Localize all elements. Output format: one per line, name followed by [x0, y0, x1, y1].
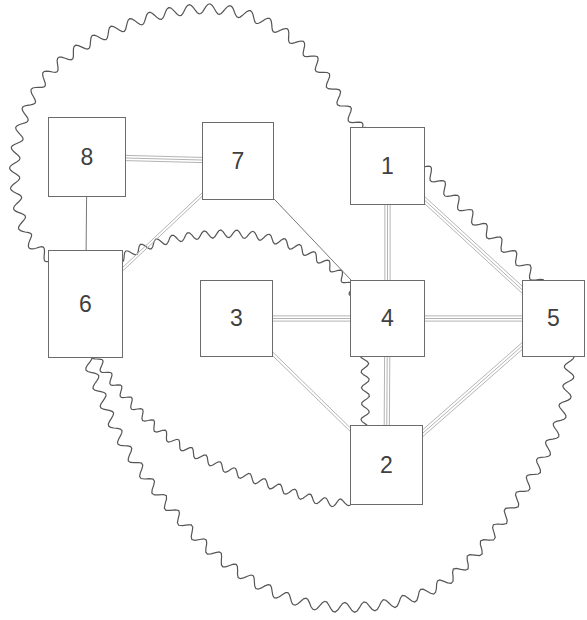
connector-stroke: [425, 204, 522, 293]
connector-stroke: [425, 201, 522, 290]
box-number: 4: [381, 307, 394, 330]
connector: [425, 316, 522, 321]
connector-stroke: [423, 350, 522, 437]
box-number: 6: [79, 293, 92, 316]
box-number: 7: [232, 150, 245, 173]
connector-stroke: [273, 352, 350, 427]
connector-stroke: [384, 205, 385, 280]
connector-stroke: [126, 158, 202, 160]
connector-stroke: [126, 155, 202, 157]
connector: [86, 197, 88, 250]
numbered-box: 1: [350, 127, 425, 205]
connector-stroke: [386, 357, 387, 425]
numbered-box: 3: [200, 280, 273, 357]
numbered-box: 8: [48, 117, 126, 197]
box-number: 5: [547, 307, 560, 330]
connector: [273, 316, 350, 321]
connector: [385, 205, 390, 280]
connector: [126, 155, 202, 162]
numbered-box: 5: [522, 280, 585, 357]
connector-stroke: [390, 205, 391, 280]
connector-stroke: [384, 357, 385, 425]
connector-stroke: [425, 197, 522, 286]
connector-stroke: [273, 318, 350, 319]
connector: [384, 357, 390, 425]
box-number: 3: [230, 307, 243, 330]
connector-stroke: [274, 199, 351, 280]
connector-stroke: [273, 315, 350, 316]
connector-stroke: [126, 161, 202, 163]
box-number: 2: [380, 454, 393, 477]
numbered-box: 4: [350, 280, 425, 357]
connector: [273, 352, 350, 431]
connector-stroke: [123, 193, 202, 267]
connector: [423, 343, 522, 437]
connector-stroke: [425, 318, 522, 319]
connector-stroke: [423, 343, 522, 430]
connector: [123, 193, 202, 271]
connector-stroke: [273, 321, 350, 322]
connector-stroke: [387, 205, 388, 280]
connector-stroke: [423, 346, 522, 433]
connector-stroke: [86, 197, 88, 250]
connector: [274, 199, 351, 280]
box-number: 8: [81, 146, 94, 169]
connector-stroke: [123, 197, 202, 271]
connector-stroke: [425, 321, 522, 322]
numbered-box: 6: [48, 250, 123, 358]
connector-stroke: [425, 315, 522, 316]
connector: [425, 197, 522, 293]
connector-stroke: [389, 357, 390, 425]
wavy-region-outline: [10, 4, 575, 613]
box-number: 1: [381, 155, 394, 178]
numbered-box: 2: [350, 425, 423, 505]
connector-stroke: [273, 356, 350, 431]
numbered-box: 7: [202, 122, 274, 200]
